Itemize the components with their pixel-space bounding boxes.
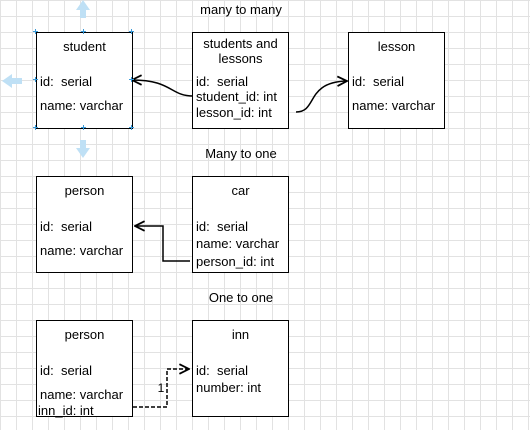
field-id: id: serial	[40, 74, 93, 89]
field-name: name: varchar	[196, 236, 280, 251]
handle-sw	[33, 125, 38, 130]
table-person[interactable]: person id: serial name: varchar inn_id: …	[36, 320, 133, 418]
field-id: id: serial	[352, 74, 405, 89]
table-title: inn	[231, 327, 250, 342]
caption-one-to-one: One to one	[208, 290, 274, 305]
caption-many-to-one: Many to one	[205, 146, 277, 161]
handle-nw	[33, 29, 38, 34]
table-title: student	[63, 39, 106, 54]
handle-w	[33, 77, 38, 82]
handle-s	[81, 125, 86, 130]
handle-n	[81, 29, 86, 34]
table-title: lesson	[377, 39, 416, 54]
handle-se	[129, 125, 134, 130]
connector-student-id	[132, 80, 194, 97]
field-id: id: serial	[196, 363, 249, 378]
hint-arrow-left-icon	[2, 74, 22, 88]
multiplicity-label: 1	[158, 381, 165, 395]
field-name: name: varchar	[40, 387, 124, 402]
selection-hint-arrows[interactable]	[2, 0, 90, 158]
field-name: name: varchar	[40, 98, 124, 113]
table-title: car	[231, 183, 250, 198]
field-person-id: person_id: int	[196, 254, 275, 269]
field-inn-id: inn_id: int	[38, 403, 94, 418]
table-student[interactable]: student id: serial name: varchar	[36, 32, 133, 129]
table-title: students and lessons	[203, 36, 278, 66]
connector-person-id	[135, 226, 190, 262]
table-inn[interactable]: inn id: serial number: int	[192, 320, 289, 417]
table-title: person	[64, 183, 105, 198]
table-car[interactable]: car id: serial name: varchar person_id: …	[192, 176, 289, 273]
field-number: number: int	[196, 380, 262, 395]
table-students-and-lessons[interactable]: students and lessons id: serial student_…	[192, 32, 289, 129]
field-id: id: serial	[40, 363, 93, 378]
caption-many-to-many: many to many	[200, 2, 282, 17]
connector-lesson-id	[295, 81, 347, 113]
field-lesson-id: lesson_id: int	[196, 105, 272, 120]
table-lesson[interactable]: lesson id: serial name: varchar	[348, 32, 445, 129]
field-name: name: varchar	[40, 243, 124, 258]
field-student-id: student_id: int	[196, 89, 277, 104]
table-person[interactable]: person id: serial name: varchar	[36, 176, 133, 273]
field-id: id: serial	[40, 219, 93, 234]
hint-arrow-down-icon	[76, 140, 90, 158]
table-title: person	[64, 327, 105, 342]
field-name: name: varchar	[352, 98, 436, 113]
handle-e	[129, 77, 134, 82]
hint-arrow-up-icon	[76, 0, 90, 18]
field-id: id: serial	[196, 74, 249, 89]
handle-ne	[129, 29, 134, 34]
field-id: id: serial	[196, 219, 249, 234]
